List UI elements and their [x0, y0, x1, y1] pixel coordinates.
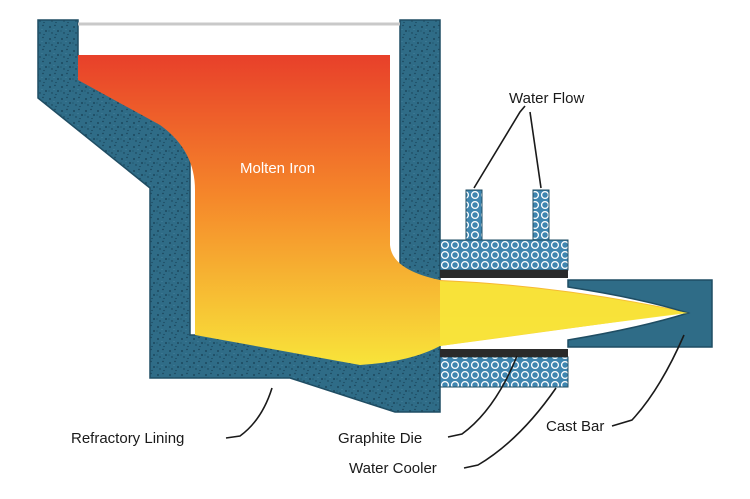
graphite-die-upper [440, 270, 568, 278]
water-flow-pipe-right [532, 189, 550, 241]
label-refractory-lining: Refractory Lining [71, 430, 184, 447]
water-flow-pipe-left [465, 189, 483, 241]
graphite-die-lower [440, 349, 568, 357]
leader-water-flow [473, 105, 526, 189]
leader-water-cooler [463, 387, 557, 469]
molten-iron-pool [78, 55, 688, 365]
leader-cast-bar [611, 334, 685, 427]
label-molten-iron: Molten Iron [240, 160, 315, 177]
solidifying-tongue [440, 281, 688, 346]
label-water-cooler: Water Cooler [349, 460, 437, 477]
label-graphite-die: Graphite Die [338, 430, 422, 447]
leader-refractory-lining [225, 387, 273, 439]
label-water-flow: Water Flow [509, 90, 584, 107]
leader-graphite-die [447, 355, 518, 438]
leader-water-flow-right [529, 111, 542, 189]
cast-bar [567, 279, 713, 348]
label-cast-bar: Cast Bar [546, 418, 604, 435]
water-cooler-upper [439, 239, 569, 271]
